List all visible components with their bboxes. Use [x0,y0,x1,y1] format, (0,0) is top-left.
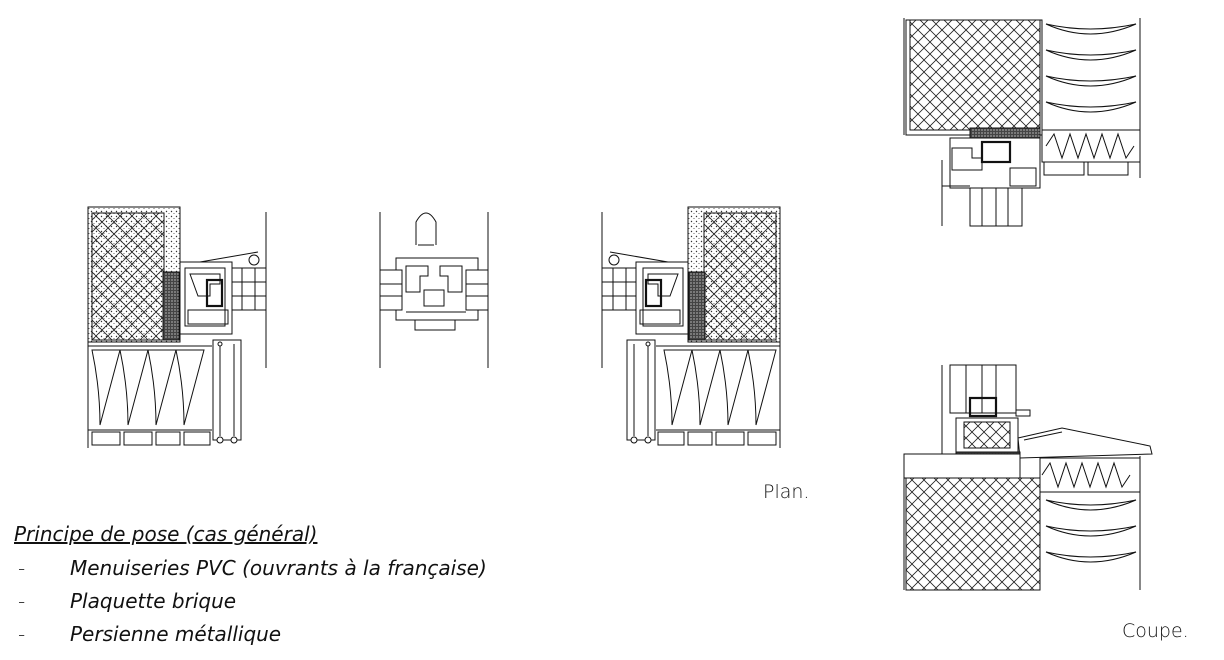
notes-title: Principe de pose (cas général) [14,522,318,546]
coupe-sill [903,364,1153,591]
insulation-right [656,345,780,431]
list-dash: - [18,589,26,613]
plan-label: Plan. [763,481,810,503]
window-frame-right [601,251,689,335]
insulation-head [1041,23,1141,176]
shutter-left [212,339,242,444]
notes-block: Principe de pose (cas général) - Menuiser… [14,522,487,655]
list-item: - Plaquette brique [14,589,487,613]
shutter-right [626,339,656,444]
plan-left-jamb [87,206,267,448]
plan-right-jamb [601,206,781,448]
plan-center-mullion [379,212,489,368]
coupe-head [903,18,1141,227]
list-item: - Persienne métallique [14,622,487,646]
brick-row-right [657,431,777,446]
insulation-left [88,345,212,431]
coupe-label: Coupe. [1122,620,1189,642]
window-frame-left [179,251,267,335]
list-item-text: Persienne métallique [70,622,282,646]
list-dash: - [18,556,26,580]
notes-list: - Menuiseries PVC (ouvrants à la français… [14,556,487,646]
list-item-text: Plaquette brique [70,589,237,613]
brick-row-left [91,431,211,446]
list-item-text: Menuiseries PVC (ouvrants à la française… [70,556,487,580]
list-item: - Menuiseries PVC (ouvrants à la français… [14,556,487,580]
insulation-sill [1039,457,1141,563]
coupe-head-frame [941,137,1041,227]
list-dash: - [18,622,26,646]
